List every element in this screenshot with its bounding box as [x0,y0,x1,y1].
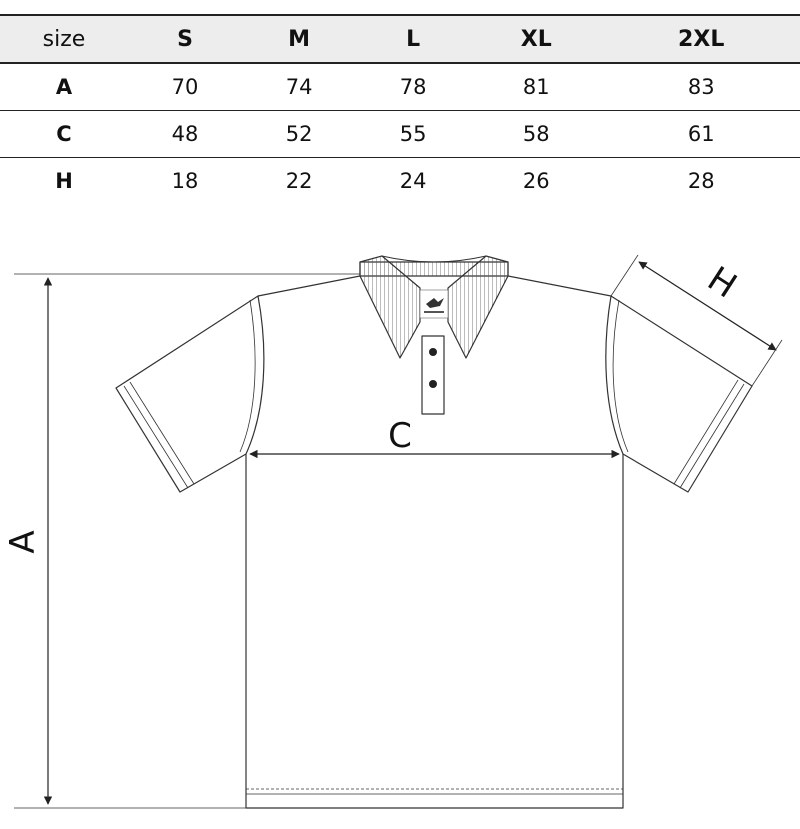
header-size-2xl: 2XL [678,26,725,52]
sleeve-right [605,295,753,493]
cell-a-s: 70 [171,75,199,99]
table-row-h: H 18 22 24 26 28 [0,158,800,205]
cell-h-2xl: 28 [687,169,715,193]
label-h: H [700,259,743,306]
button-icon [429,348,437,356]
sleeve-left [115,295,265,493]
cell-c-2xl: 61 [687,122,715,146]
cell-a-2xl: 83 [687,75,715,99]
label-a: A [3,530,43,553]
size-table: size S M L XL 2XL A 70 74 78 81 83 C 48 … [0,14,800,204]
cell-h-m: 22 [285,169,313,193]
shoulder-left [257,275,361,297]
cell-c-s: 48 [171,122,199,146]
brand-label-icon [419,289,449,319]
placket [421,335,445,415]
dimension-c: C [249,416,620,459]
table-row-c: C 48 52 55 58 61 [0,111,800,158]
cell-c-xl: 58 [522,122,550,146]
header-size-m: M [288,26,311,52]
row-label-c: C [56,122,72,146]
header-size-s: S [177,26,193,52]
dimension-a: A [3,273,360,809]
cell-h-l: 24 [399,169,427,193]
table-row-a: A 70 74 78 81 83 [0,63,800,111]
cell-h-s: 18 [171,169,199,193]
header-size-l: L [406,26,421,52]
cell-a-m: 74 [285,75,313,99]
table-header-row: size S M L XL 2XL [0,15,800,63]
button-icon [429,380,437,388]
header-size-xl: XL [520,26,552,52]
shoulder-right [507,275,612,297]
cell-a-l: 78 [399,75,427,99]
cell-c-l: 55 [399,122,427,146]
row-label-h: H [55,169,73,193]
dimension-h: H [610,254,783,387]
cell-a-xl: 81 [522,75,550,99]
shirt-body [245,454,624,809]
cell-c-m: 52 [285,122,313,146]
cell-h-xl: 26 [522,169,550,193]
label-c: C [388,416,412,456]
header-size-label: size [42,26,86,52]
row-label-a: A [55,75,73,99]
